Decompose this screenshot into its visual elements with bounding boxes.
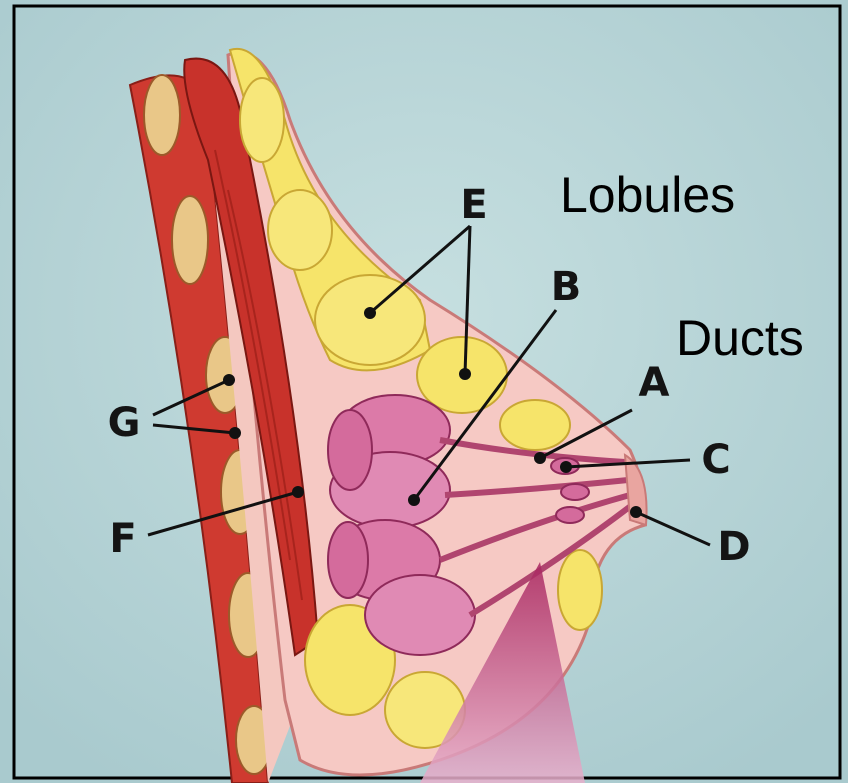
dot-e1 <box>364 307 376 319</box>
fat-lobe <box>268 190 332 270</box>
rib-section <box>144 75 180 155</box>
label-f: F <box>109 516 136 562</box>
dot-c <box>560 461 572 473</box>
fat-lobe <box>240 78 284 162</box>
lactiferous-sinus <box>561 484 589 500</box>
dot-e2 <box>459 368 471 380</box>
lobule <box>328 522 368 598</box>
label-g: G <box>108 400 141 446</box>
dot-g2 <box>229 427 241 439</box>
label-b: B <box>551 264 582 310</box>
dot-f <box>292 486 304 498</box>
fat-lobe <box>500 400 570 450</box>
fat-lobe <box>315 275 425 365</box>
label-c: C <box>701 437 730 483</box>
rib-section <box>172 196 208 284</box>
label-d: D <box>717 524 750 570</box>
label-e: E <box>460 182 487 228</box>
dot-d <box>630 506 642 518</box>
dot-b <box>408 494 420 506</box>
label-a: A <box>639 360 670 406</box>
dot-g1 <box>223 374 235 386</box>
lactiferous-sinus <box>556 507 584 523</box>
lobule <box>365 575 475 655</box>
ducts-annotation: Ducts <box>676 310 804 366</box>
dot-a <box>534 452 546 464</box>
fat-lobe <box>558 550 602 630</box>
lobule <box>328 410 372 490</box>
lobules-annotation: Lobules <box>560 167 735 223</box>
